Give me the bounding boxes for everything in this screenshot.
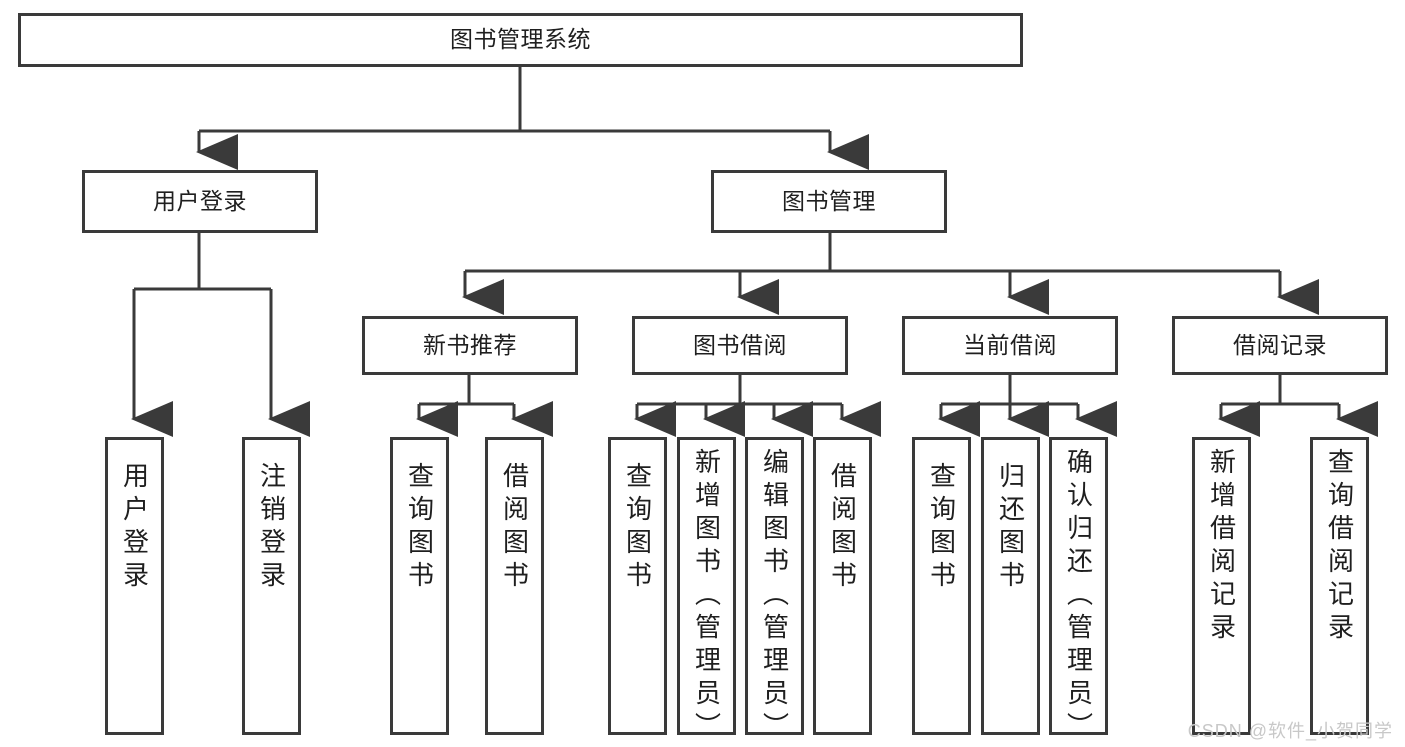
leaf-query-record[interactable]: 查询借阅记录: [1310, 437, 1369, 735]
leaf-borrow-book-2-label: 借阅图书: [827, 462, 858, 594]
leaf-borrow-book-1-label: 借阅图书: [499, 462, 530, 594]
node-book-manage[interactable]: 图书管理: [711, 170, 947, 233]
node-borrow-record[interactable]: 借阅记录: [1172, 316, 1388, 375]
leaf-add-book-label: 新增图书（管理员）: [691, 448, 722, 745]
leaf-user-logout[interactable]: 注销登录: [242, 437, 301, 735]
leaf-query-book-1-label: 查询图书: [404, 462, 435, 594]
leaf-return-book-label: 归还图书: [995, 462, 1026, 594]
leaf-query-book-3[interactable]: 查询图书: [912, 437, 971, 735]
leaf-query-book-1[interactable]: 查询图书: [390, 437, 449, 735]
leaf-query-book-2-label: 查询图书: [622, 462, 653, 594]
node-book-borrow[interactable]: 图书借阅: [632, 316, 848, 375]
leaf-add-record[interactable]: 新增借阅记录: [1192, 437, 1251, 735]
leaf-borrow-book-1[interactable]: 借阅图书: [485, 437, 544, 735]
node-user-login[interactable]: 用户登录: [82, 170, 318, 233]
watermark: CSDN @软件_小贺同学: [1187, 721, 1393, 741]
node-new-book-recommend[interactable]: 新书推荐: [362, 316, 578, 375]
node-root-label: 图书管理系统: [450, 26, 591, 53]
leaf-add-book[interactable]: 新增图书（管理员）: [677, 437, 736, 745]
node-borrow-record-label: 借阅记录: [1233, 331, 1327, 358]
leaf-user-login[interactable]: 用户登录: [105, 437, 164, 735]
leaf-confirm-return[interactable]: 确认归还（管理员）: [1049, 437, 1108, 745]
leaf-borrow-book-2[interactable]: 借阅图书: [813, 437, 872, 735]
leaf-user-logout-label: 注销登录: [256, 462, 287, 594]
leaf-confirm-return-label: 确认归还（管理员）: [1063, 448, 1094, 745]
node-new-book-recommend-label: 新书推荐: [423, 331, 517, 358]
leaf-edit-book-label: 编辑图书（管理员）: [759, 448, 790, 745]
leaf-add-record-label: 新增借阅记录: [1206, 448, 1237, 646]
leaf-query-record-label: 查询借阅记录: [1324, 448, 1355, 646]
node-root[interactable]: 图书管理系统: [18, 13, 1023, 67]
leaf-query-book-2[interactable]: 查询图书: [608, 437, 667, 735]
node-current-borrow[interactable]: 当前借阅: [902, 316, 1118, 375]
leaf-user-login-label: 用户登录: [119, 462, 150, 594]
leaf-edit-book[interactable]: 编辑图书（管理员）: [745, 437, 804, 745]
node-book-borrow-label: 图书借阅: [693, 331, 787, 358]
node-user-login-label: 用户登录: [153, 187, 247, 214]
node-current-borrow-label: 当前借阅: [963, 331, 1057, 358]
node-book-manage-label: 图书管理: [782, 187, 876, 214]
leaf-query-book-3-label: 查询图书: [926, 462, 957, 594]
leaf-return-book[interactable]: 归还图书: [981, 437, 1040, 735]
